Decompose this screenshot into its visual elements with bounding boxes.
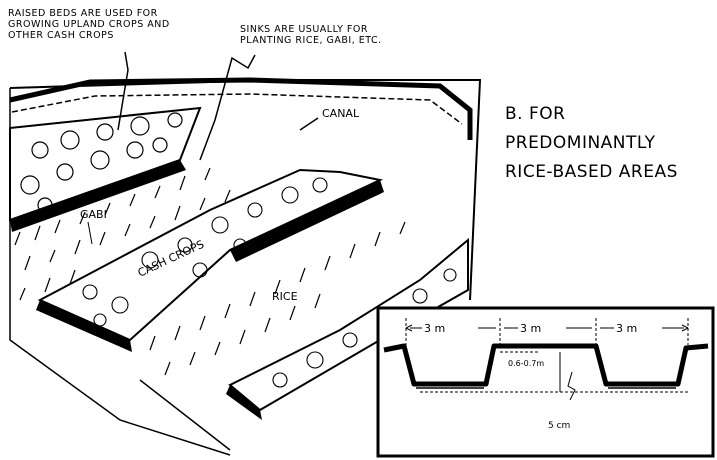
dim-width-2: 3 m xyxy=(520,322,541,335)
dim-depth: 5 cm xyxy=(548,421,570,431)
label-rice: RICE xyxy=(272,290,298,303)
sink-2 xyxy=(149,221,406,376)
section-title: B. FOR PREDOMINANTLY RICE-BASED AREAS xyxy=(505,104,678,182)
raised-bed-3 xyxy=(226,237,469,420)
note-raised-beds: RAISED BEDS ARE USED FOR GROWING UPLAND … xyxy=(8,8,170,41)
sink-1 xyxy=(14,167,231,301)
raised-bed-2 xyxy=(36,168,384,352)
note-sinks: SINKS ARE USUALLY FOR PLANTING RICE, GAB… xyxy=(240,24,382,46)
label-gabi: GABI xyxy=(80,208,107,221)
dim-width-1: 3 m xyxy=(424,322,445,335)
dim-height: 0.6-0.7m xyxy=(508,359,544,368)
dim-width-3: 3 m xyxy=(616,322,637,335)
raised-bed-1 xyxy=(9,106,202,232)
label-canal: CANAL xyxy=(322,107,360,120)
